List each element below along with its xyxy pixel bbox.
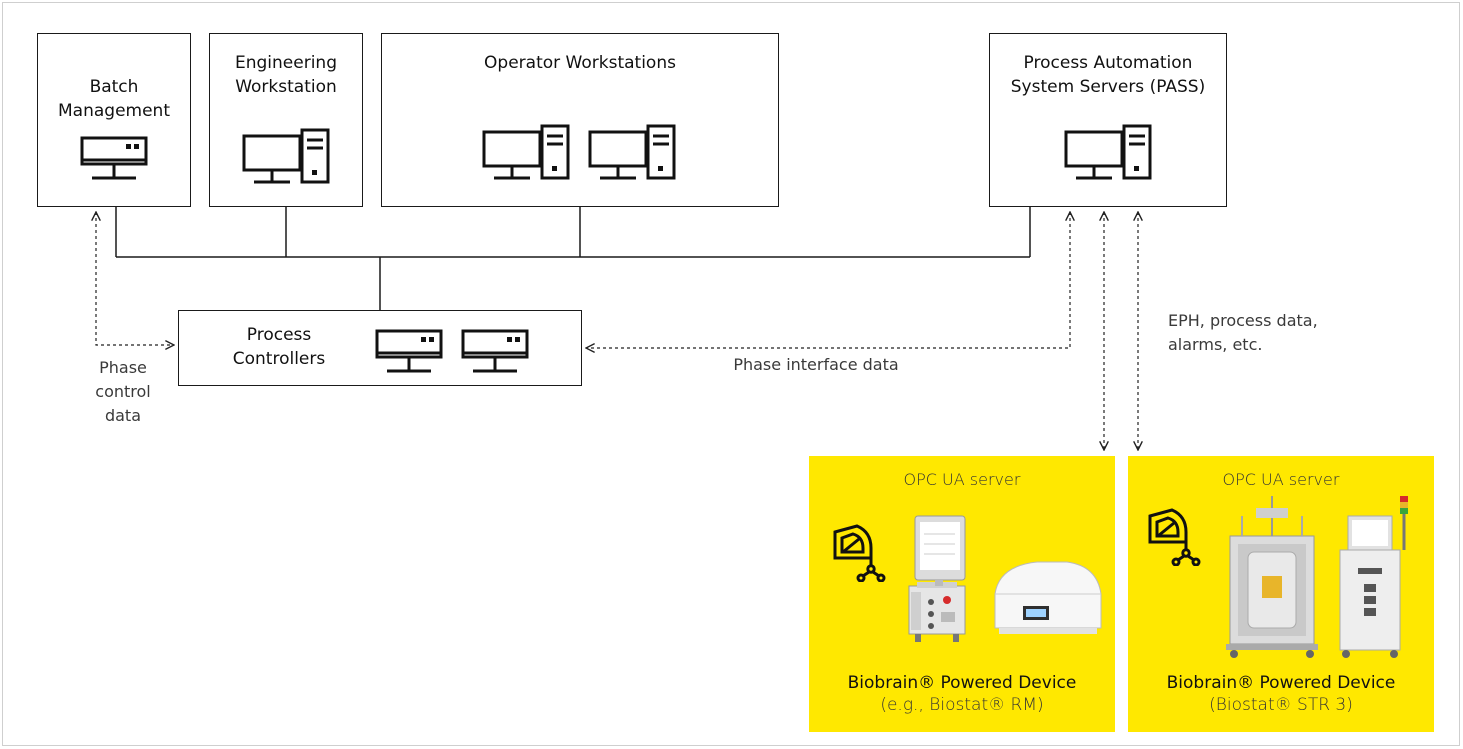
opc-ua-icon xyxy=(1148,508,1201,566)
server-icon xyxy=(375,329,443,373)
eph-line-1: EPH, process data, xyxy=(1168,311,1318,330)
biostat-str3-image xyxy=(1226,496,1408,658)
engineering-title-2: Workstation xyxy=(235,77,337,97)
phase-control-line-1: Phase xyxy=(99,358,147,377)
biostat-rm-image xyxy=(908,515,1102,642)
workstation-icon xyxy=(242,128,330,184)
device-brand-label: Biobrain® Powered Device xyxy=(847,673,1077,693)
eph-line-2: alarms, etc. xyxy=(1168,335,1263,354)
device-name-label: (Biostat® STR 3) xyxy=(1209,695,1353,715)
pass-box: Process Automation System Servers (PASS) xyxy=(989,33,1227,207)
phase-control-line-2: control xyxy=(95,382,151,401)
phase-control-label: Phase control data xyxy=(78,356,168,428)
server-icon xyxy=(80,136,148,180)
engineering-title-1: Engineering xyxy=(235,53,337,73)
phase-control-line-3: data xyxy=(104,406,142,425)
pass-title-1: Process Automation xyxy=(1023,53,1193,73)
device-panel-rm: OPC UA server xyxy=(809,456,1115,732)
opc-ua-server-label: OPC UA server xyxy=(1222,470,1340,489)
engineering-workstation-box: Engineering Workstation xyxy=(209,33,363,207)
phase-interface-arrow xyxy=(586,212,1070,348)
device-name-label: (e.g., Biostat® RM) xyxy=(880,695,1044,715)
batch-management-box: Batch Management xyxy=(37,33,191,207)
server-icon xyxy=(461,329,529,373)
eph-arrows xyxy=(1104,212,1138,450)
workstation-icon xyxy=(1064,124,1152,180)
opc-ua-server-label: OPC UA server xyxy=(903,470,1021,489)
workstation-icon xyxy=(588,124,676,180)
batch-title-1: Batch xyxy=(89,77,139,97)
opc-ua-icon xyxy=(833,524,886,582)
eph-label: EPH, process data, alarms, etc. xyxy=(1168,309,1318,357)
device-brand-label: Biobrain® Powered Device xyxy=(1166,673,1396,693)
device-panel-str: OPC UA server xyxy=(1128,456,1434,732)
network-bus xyxy=(115,207,1031,310)
workstation-icon xyxy=(482,124,570,180)
controllers-title-1: Process xyxy=(246,325,312,345)
pass-title-2: System Servers (PASS) xyxy=(1010,77,1206,97)
operator-workstations-box: Operator Workstations xyxy=(381,33,779,207)
controllers-title-2: Controllers xyxy=(232,349,326,369)
process-controllers-box: Process Controllers xyxy=(178,310,582,386)
phase-control-arrow xyxy=(96,212,174,345)
batch-title-2: Management xyxy=(58,101,170,121)
operator-title: Operator Workstations xyxy=(484,53,676,73)
phase-interface-label: Phase interface data xyxy=(733,355,899,374)
